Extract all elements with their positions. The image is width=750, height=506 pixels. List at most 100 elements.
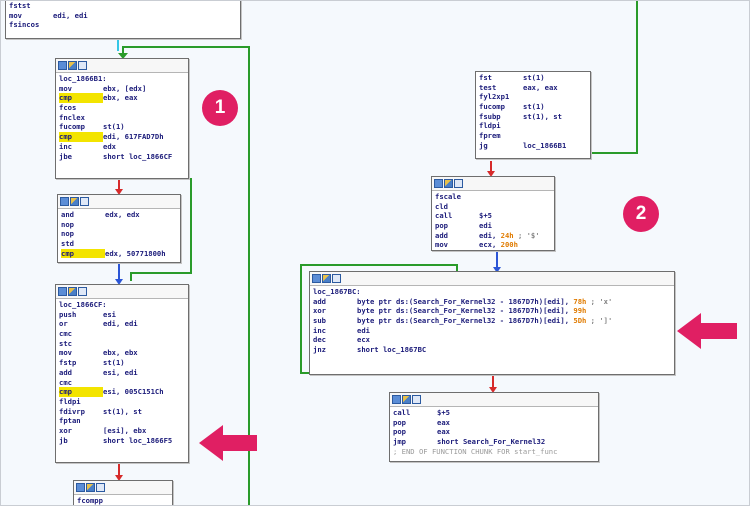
mnemonic: fyl2xp1 (479, 92, 510, 102)
instruction-line[interactable]: xor[esi], ebx (59, 426, 186, 436)
code-block-fcompp[interactable]: fcompp (73, 480, 173, 505)
edge-arrowhead (487, 171, 495, 177)
block-header (74, 481, 172, 495)
instruction-line[interactable]: fsincos (9, 20, 238, 30)
mnemonic: cmc (59, 329, 72, 339)
instruction-line[interactable]: cmc (59, 378, 186, 388)
mnemonic: xor (59, 425, 72, 435)
instruction-line[interactable]: nop (61, 220, 178, 230)
instruction-line[interactable]: fnclex (59, 113, 186, 123)
mnemonic: jnz (313, 345, 326, 355)
graph-icon (58, 287, 67, 296)
instruction-line[interactable]: std (61, 239, 178, 249)
operands: ebx, ebx (103, 348, 138, 358)
block-label: loc_1866CF: (59, 300, 186, 310)
mnemonic: mov (435, 240, 448, 250)
edge-arrowhead (118, 53, 128, 59)
instruction-line[interactable]: fldpi (479, 121, 588, 131)
instruction-line[interactable]: fptan (59, 416, 186, 426)
mnemonic: cmp (61, 248, 105, 259)
instruction-line[interactable]: cmc (59, 329, 186, 339)
operands: ecx (357, 335, 370, 345)
instruction-line[interactable]: fcompp (77, 496, 170, 505)
edge-arrowhead (115, 475, 123, 481)
instruction-line[interactable]: stc (59, 339, 186, 349)
immediate-value: 78h (573, 296, 587, 306)
mnemonic: xor (313, 306, 326, 316)
color-icon (70, 197, 79, 206)
instruction-line[interactable]: cld (435, 202, 552, 212)
mnemonic: fscale (435, 192, 461, 201)
callout-badge-1: 1 (202, 90, 238, 126)
operands: byte ptr ds:(Search_For_Kernel32 - 1867D… (357, 296, 574, 306)
instruction-line[interactable]: fcos (59, 103, 186, 113)
mnemonic: inc (59, 141, 72, 151)
instruction-line[interactable]: call$+5 (393, 408, 596, 418)
mnemonic: call (393, 408, 411, 417)
mnemonic: jb (59, 435, 68, 445)
edge-arrowhead (115, 189, 123, 195)
pointer-arrow-left (677, 313, 737, 349)
instruction-line[interactable]: fldpi (59, 397, 186, 407)
instruction-line[interactable]: call$+5 (435, 211, 552, 221)
instruction-line[interactable]: fprem (479, 131, 588, 141)
text-view-icon (454, 179, 463, 188)
comment: ; '$' (513, 230, 540, 240)
comment: ; 'x' (586, 296, 613, 306)
graph-icon (76, 483, 85, 492)
mnemonic: cmp (59, 387, 103, 397)
instruction-line[interactable]: fscale (435, 192, 552, 202)
mnemonic: std (61, 239, 74, 249)
instruction-line[interactable]: fstst (9, 1, 238, 11)
mnemonic: pop (393, 417, 406, 427)
color-icon (68, 287, 77, 296)
instruction-line[interactable]: nop (61, 229, 178, 239)
operands: edx, 50771800h (105, 248, 166, 258)
instruction-line[interactable]: fyl2xp1 (479, 92, 588, 102)
